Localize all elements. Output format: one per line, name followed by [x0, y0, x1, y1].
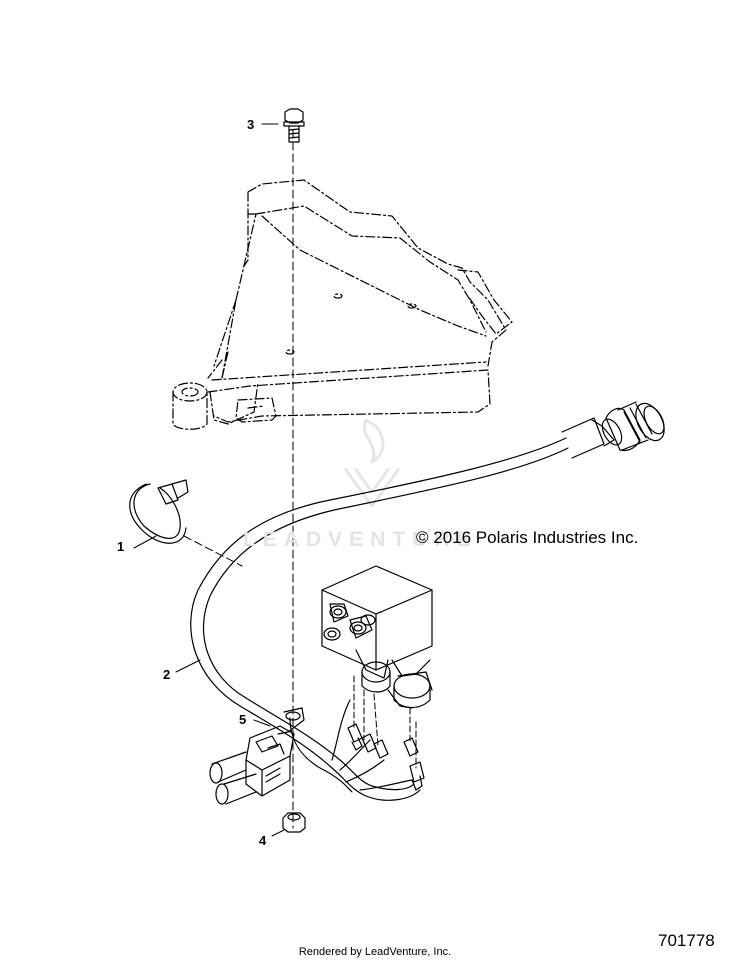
connector-guide-lines: [353, 675, 417, 769]
cable-tie-part-1: [129, 479, 189, 544]
diagram-id: 701778: [658, 931, 715, 950]
callout-2: 2: [163, 667, 171, 682]
harness-connectors: [347, 723, 425, 791]
footer-credit: Rendered by LeadVenture, Inc.: [298, 946, 452, 958]
mounting-bracket: [172, 179, 513, 430]
watermark-text: LEADVENTURE: [243, 528, 478, 551]
copyright-notice: © 2016 Polaris Industries Inc.: [416, 528, 639, 547]
leader-line-5: [253, 719, 271, 727]
callout-3: 3: [247, 117, 255, 132]
valve-block: [321, 565, 433, 709]
wire-harness-part-2: [190, 401, 665, 801]
watermark-logo-icon: [344, 418, 400, 508]
callout-5: 5: [239, 712, 247, 727]
bolt-part-3: [283, 108, 305, 143]
terminal-relay-part-5: [209, 707, 305, 805]
nut-part-4: [282, 812, 306, 833]
cable-tie-guide-line: [183, 535, 243, 567]
callout-4: 4: [259, 833, 267, 848]
callout-1: 1: [117, 539, 125, 554]
leader-line-2: [175, 659, 201, 673]
leader-line-1: [133, 535, 157, 549]
leader-line-4: [271, 829, 285, 837]
